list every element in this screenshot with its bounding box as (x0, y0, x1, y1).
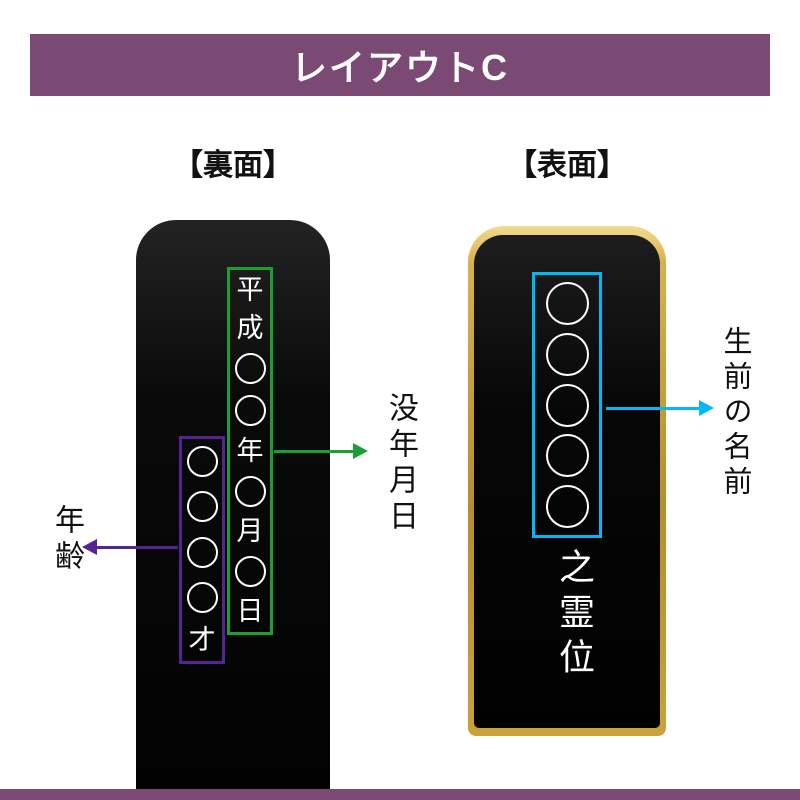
placeholder-circle (234, 555, 266, 587)
memorial-suffix-text: 之霊位 (553, 548, 594, 683)
name-box (532, 272, 602, 538)
placeholder-circle (234, 395, 266, 427)
kanji-char: 月 (236, 515, 264, 547)
kanji-char: 平 (236, 275, 264, 306)
death-date-box: 平成年月日 (227, 267, 273, 635)
arrow-head (699, 400, 714, 416)
kanji-char: 年 (236, 435, 264, 467)
age-box: 才 (179, 436, 225, 664)
placeholder-circle (234, 353, 266, 385)
placeholder-circle (545, 332, 589, 376)
bottom-border (0, 789, 800, 800)
placeholder-circle (186, 581, 218, 613)
arrow-head (353, 443, 368, 459)
placeholder-circle (186, 491, 218, 523)
age-label: 年齢 (50, 504, 83, 576)
arrow-line (606, 407, 700, 410)
arrow-line (96, 546, 178, 549)
front-side-heading: 【表面】 (507, 149, 627, 182)
memorial-tablet-back (136, 220, 330, 800)
kanji-char: 才 (188, 625, 216, 656)
kanji-char: 日 (236, 596, 264, 627)
death-date-label: 没年月日 (384, 392, 417, 536)
placeholder-circle (234, 475, 266, 507)
placeholder-circle (186, 446, 218, 477)
placeholder-circle (545, 485, 589, 528)
header-bar: レイアウトC (30, 34, 770, 96)
placeholder-circle (545, 383, 589, 427)
arrow-head (82, 539, 97, 555)
kanji-char: 成 (236, 313, 264, 345)
placeholder-circle (545, 434, 589, 478)
page-title: レイアウトC (291, 47, 509, 88)
name-label: 生前の名前 (719, 326, 751, 501)
placeholder-circle (545, 282, 589, 325)
placeholder-circle (186, 536, 218, 568)
back-side-heading: 【裏面】 (173, 149, 293, 182)
arrow-line (274, 450, 354, 453)
